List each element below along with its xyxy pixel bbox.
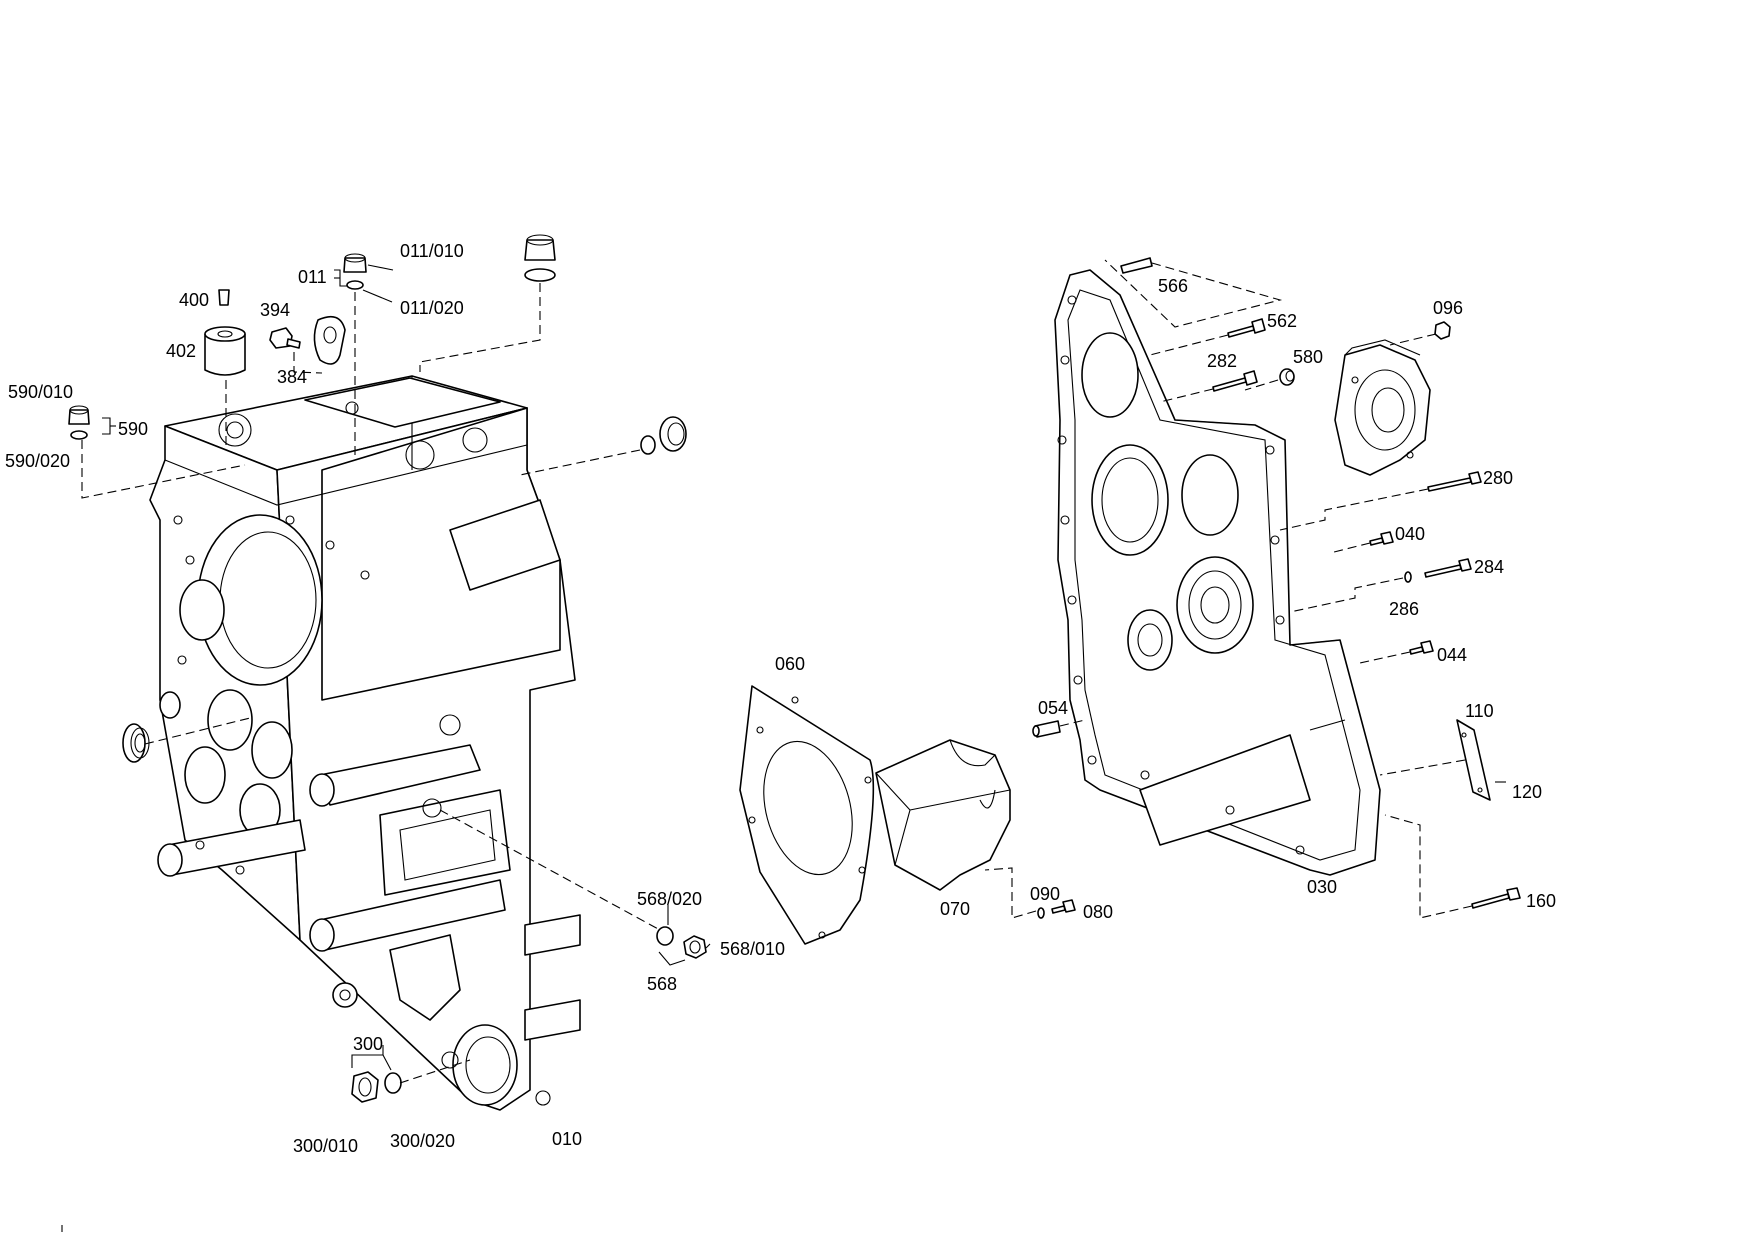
label-568-020: 568/020	[637, 889, 702, 909]
plug-011-010	[343, 253, 367, 273]
sealing-ring	[122, 723, 150, 763]
label-580: 580	[1293, 347, 1323, 367]
label-040: 040	[1395, 524, 1425, 544]
o-ring-590-020	[70, 430, 88, 440]
plug-568-010	[683, 935, 707, 959]
label-080: 080	[1083, 902, 1113, 922]
housing-cover-030	[1054, 269, 1381, 876]
label-590: 590	[118, 419, 148, 439]
label-090: 090	[1030, 884, 1060, 904]
gasket-060	[739, 685, 875, 945]
o-ring-011-020	[346, 280, 364, 290]
bolt-080	[1051, 899, 1076, 914]
label-010: 010	[552, 1129, 582, 1149]
label-284: 284	[1474, 557, 1504, 577]
nut-096	[1434, 321, 1451, 340]
plug-300-010	[351, 1071, 379, 1103]
label-590-020: 590/020	[5, 451, 70, 471]
label-011: 011	[298, 267, 327, 287]
label-280: 280	[1483, 468, 1513, 488]
o-ring-568-020	[656, 926, 674, 946]
washer-286	[1404, 571, 1412, 583]
bolt-280	[1427, 471, 1482, 492]
label-096: 096	[1433, 298, 1463, 318]
label-011-010: 011/010	[400, 241, 464, 261]
label-120: 120	[1512, 782, 1542, 802]
plug-top	[524, 234, 556, 282]
gearbox-housing-010	[149, 375, 581, 1111]
bolt-044	[1409, 640, 1434, 655]
plug-590-010	[68, 405, 90, 425]
label-282: 282	[1207, 351, 1237, 371]
plug-580	[1279, 368, 1295, 386]
label-brackets	[61, 264, 1506, 1232]
label-286: 286	[1389, 599, 1419, 619]
label-400: 400	[179, 290, 209, 310]
label-384: 384	[277, 367, 307, 387]
cover-plate-110	[1456, 719, 1491, 801]
o-ring-300-020	[384, 1072, 402, 1094]
label-300-020: 300/020	[390, 1131, 455, 1151]
pin-054	[1032, 720, 1061, 738]
label-070: 070	[940, 899, 970, 919]
bolt-394	[269, 327, 301, 349]
label-566: 566	[1158, 276, 1188, 296]
label-060: 060	[775, 654, 805, 674]
pump-assembly	[1334, 339, 1431, 476]
label-568-010: 568/010	[720, 939, 785, 959]
label-044: 044	[1437, 645, 1467, 665]
label-300: 300	[353, 1034, 383, 1054]
pin-566	[1120, 257, 1153, 274]
leader-lines	[81, 259, 1473, 1084]
sleeve-402	[204, 326, 246, 376]
label-030: 030	[1307, 877, 1337, 897]
bolt-284	[1424, 558, 1472, 578]
bolt-562	[1227, 318, 1266, 338]
label-300-010: 300/010	[293, 1136, 358, 1156]
label-394: 394	[260, 300, 290, 320]
bolt-040	[1369, 531, 1394, 546]
label-402: 402	[166, 341, 196, 361]
shield-070	[875, 739, 1011, 891]
plug-top-right	[640, 416, 687, 455]
label-590-010: 590/010	[8, 382, 73, 402]
flange-384	[313, 315, 346, 365]
label-568: 568	[647, 974, 677, 994]
washer-090	[1037, 907, 1045, 919]
nipple-400	[218, 289, 230, 306]
bolt-282	[1212, 370, 1258, 392]
part-labels: 566 562 096 282 580 280 040 284 286 044 …	[5, 241, 1556, 1156]
label-562: 562	[1267, 311, 1297, 331]
label-054: 054	[1038, 698, 1068, 718]
label-011-020: 011/020	[400, 298, 464, 318]
label-160: 160	[1526, 891, 1556, 911]
bolt-160	[1471, 887, 1521, 909]
label-110: 110	[1465, 701, 1494, 721]
